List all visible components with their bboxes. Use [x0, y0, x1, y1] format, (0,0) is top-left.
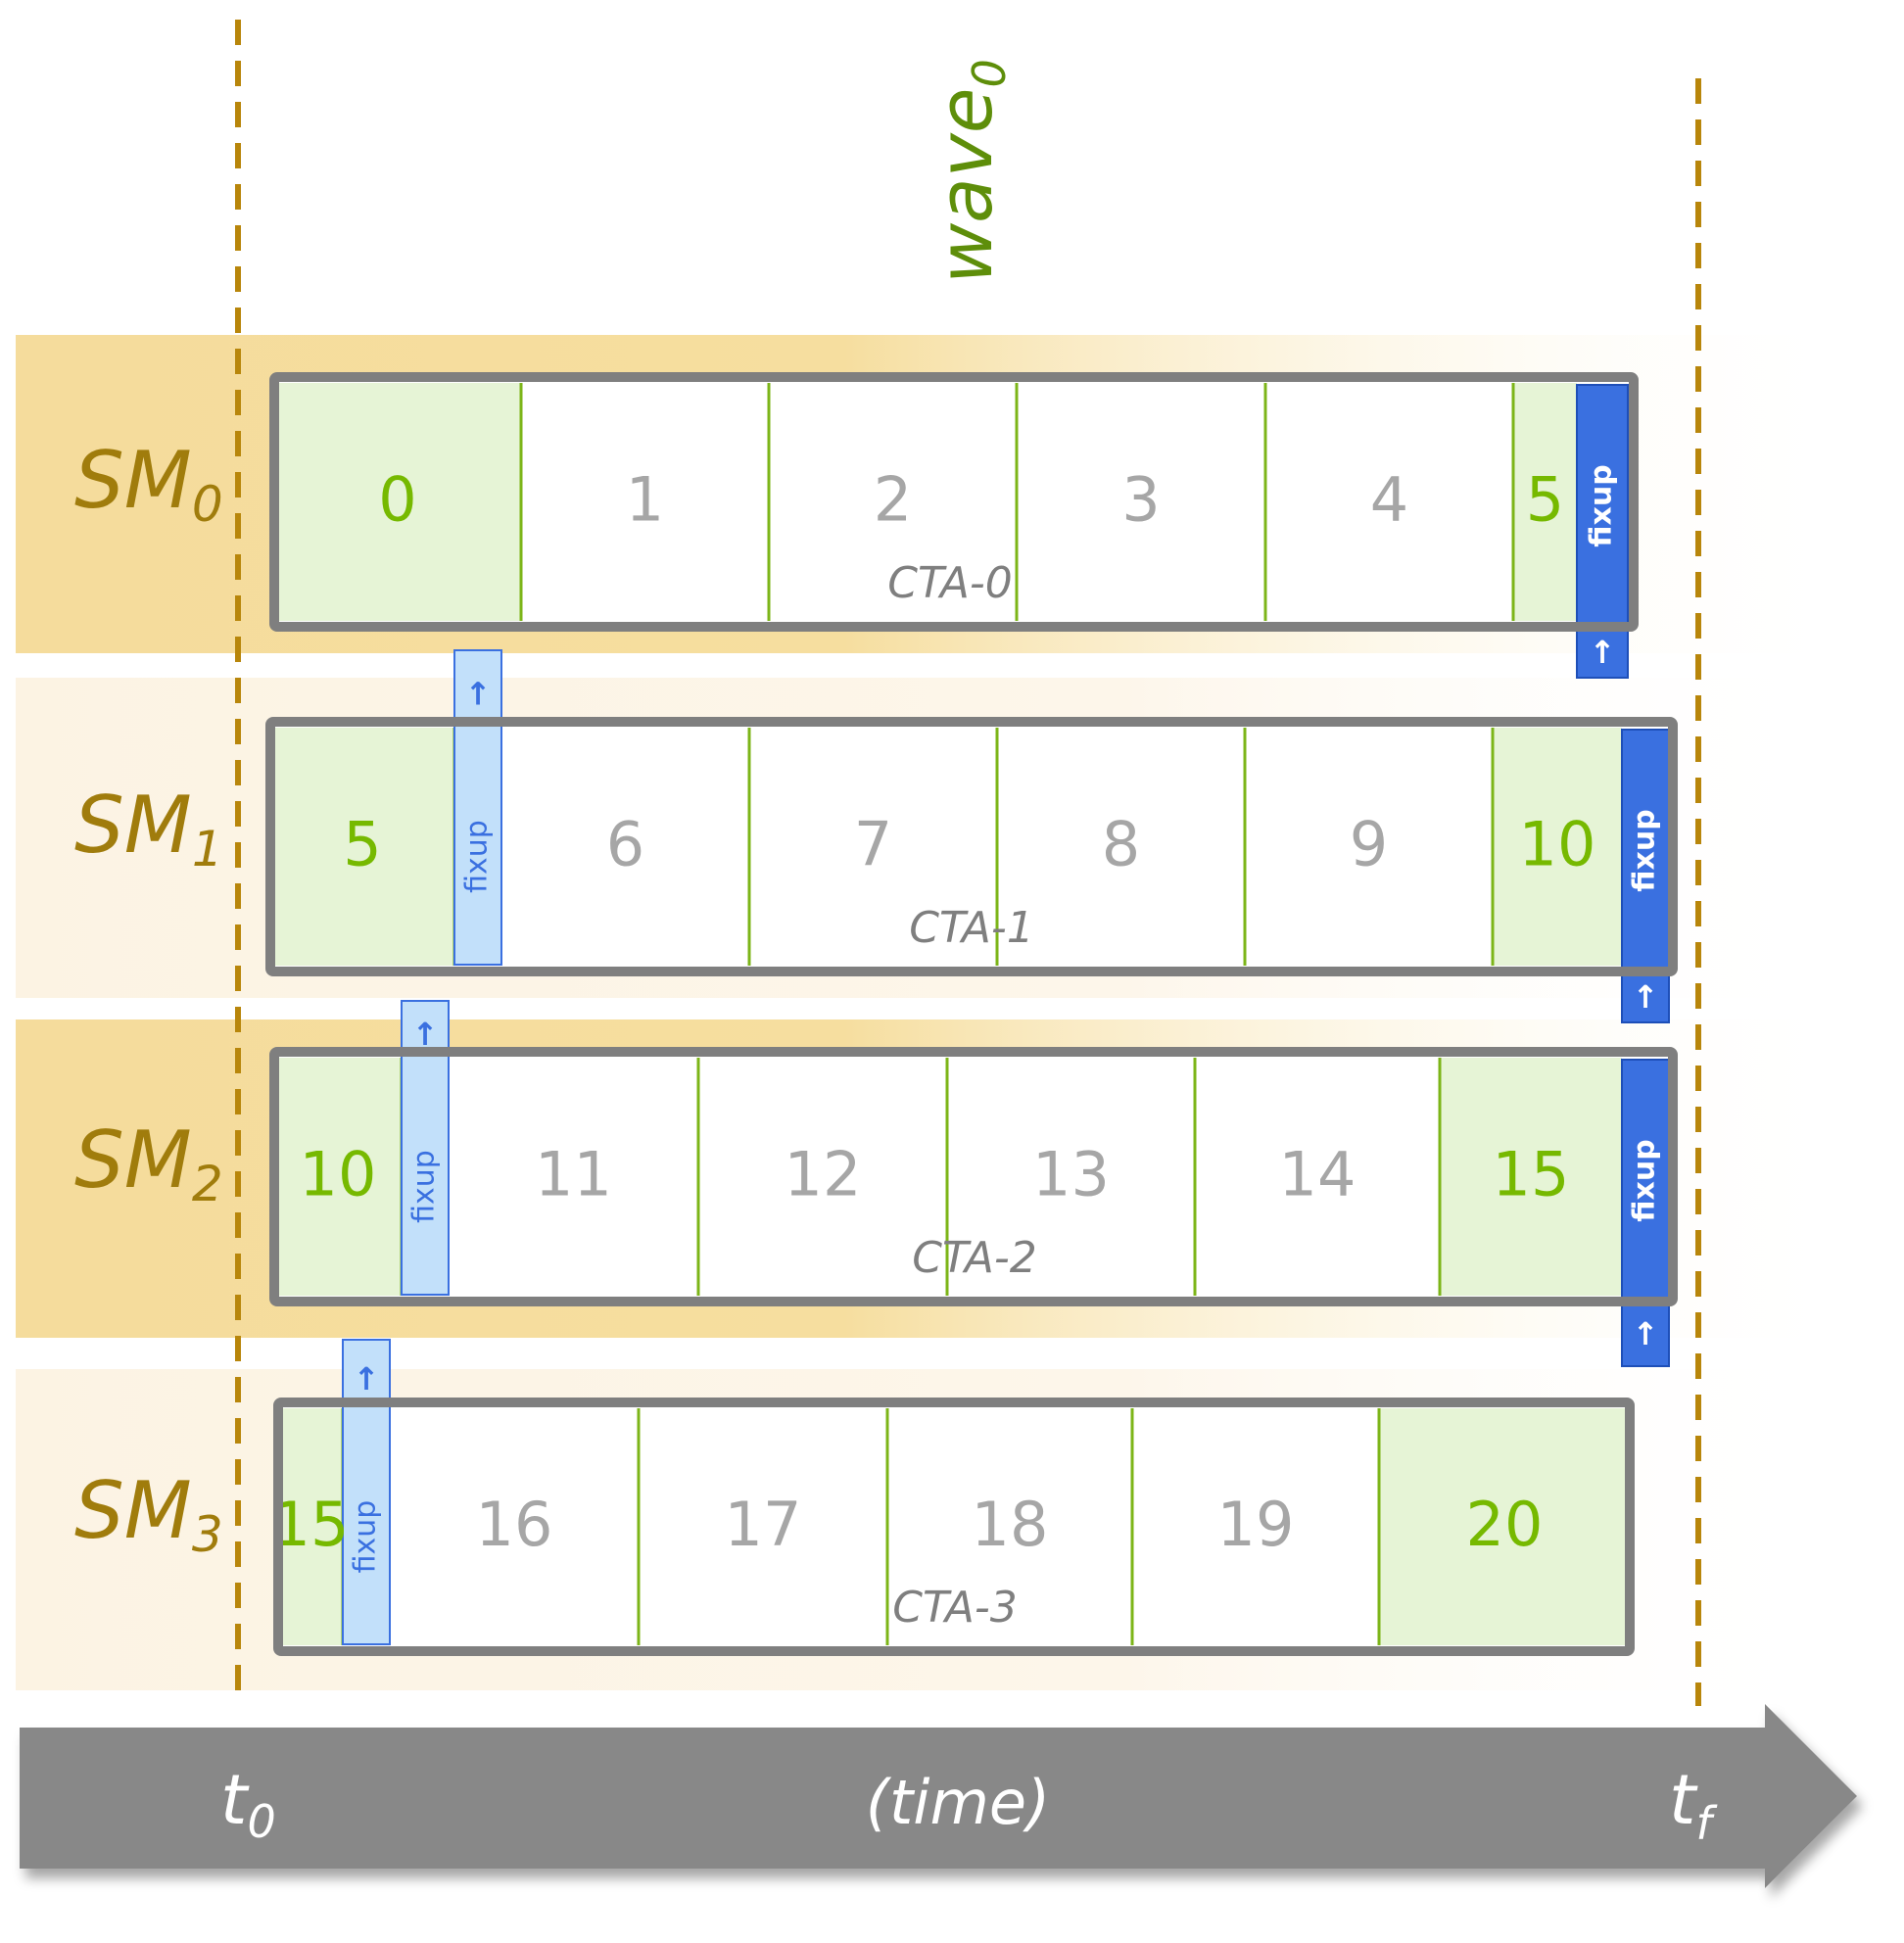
cell-label-6: 6	[606, 809, 644, 880]
wave-title: wave0	[922, 59, 1016, 284]
cell-label-14: 14	[1279, 1139, 1357, 1210]
fixup-label: fixup	[407, 1150, 442, 1223]
cell-label-16: 16	[476, 1489, 553, 1560]
up-arrow-icon: ↑	[354, 1360, 380, 1398]
fixup-bar: fixup ↑	[342, 1339, 391, 1645]
cell-label-1: 1	[626, 464, 664, 536]
axis-start-sub: 0	[247, 1795, 275, 1848]
cta-label: CTA-1	[909, 903, 1034, 953]
fixup-bar: fixup ↑	[453, 649, 502, 966]
cell-label-9: 9	[1350, 809, 1388, 880]
cta-box-border	[269, 1047, 1678, 1306]
cell-15-fill	[1440, 1058, 1622, 1296]
sm-label-2-base: SM	[74, 1114, 192, 1206]
fixup-bar: fixup ↑	[1576, 384, 1629, 679]
cta-box-border	[265, 717, 1678, 976]
sm-label-3-sub: 3	[192, 1506, 223, 1563]
up-arrow-icon: ↑	[465, 676, 492, 713]
cta-label: CTA-2	[912, 1233, 1037, 1283]
axis-start-base: t	[220, 1760, 250, 1840]
sm-label-2-sub: 2	[192, 1156, 223, 1212]
cell-5-fill	[270, 728, 454, 966]
time-axis: t0 (time) tf	[20, 1704, 1857, 1888]
fixup-label: fixup	[460, 820, 495, 893]
cell-label-18: 18	[972, 1489, 1049, 1560]
cell-label-13: 13	[1032, 1139, 1110, 1210]
cell-label-20: 20	[1466, 1489, 1544, 1560]
cell-label-5: 5	[343, 809, 381, 880]
cta-box-border	[273, 1398, 1635, 1656]
cell-label-8: 8	[1102, 809, 1140, 880]
cell-5-fill	[1513, 383, 1577, 621]
fixup-label: fixup	[1628, 809, 1662, 891]
cta-label: CTA-3	[892, 1583, 1018, 1633]
up-arrow-icon: ↑	[412, 1016, 439, 1053]
cta-label: CTA-0	[887, 558, 1013, 608]
up-arrow-icon: ↑	[1633, 978, 1659, 1016]
cell-label-10: 10	[1519, 809, 1596, 880]
sm-label-0: SM0	[74, 435, 223, 533]
cell-0-fill	[274, 383, 521, 621]
sm-label-0-sub: 0	[192, 476, 223, 533]
cta-box-border	[269, 372, 1639, 632]
cell-label-5: 5	[1526, 464, 1564, 536]
fixup-bar-rect	[342, 1339, 391, 1645]
fixup-bar-rect	[1621, 1059, 1670, 1367]
sm-label-2: SM2	[74, 1114, 223, 1212]
cell-label-0: 0	[378, 464, 416, 536]
cell-label-15: 15	[1493, 1139, 1570, 1210]
cell-20-fill	[1379, 1408, 1630, 1645]
time-axis-arrow	[20, 1704, 1857, 1888]
cell-label-7: 7	[854, 809, 892, 880]
sm-labels: SM0 SM1 SM2 SM3	[74, 435, 223, 1563]
sm-label-1-sub: 1	[192, 821, 223, 877]
cell-15-fill	[278, 1408, 343, 1645]
fixup-label: fixup	[1585, 464, 1619, 546]
sm-label-0-base: SM	[74, 435, 192, 526]
cell-label-17: 17	[725, 1489, 802, 1560]
cell-10-fill	[1493, 728, 1622, 966]
cell-label-3: 3	[1121, 464, 1160, 536]
cell-10-fill	[274, 1058, 402, 1296]
fixup-bar: fixup ↑	[1621, 729, 1670, 1023]
fixup-label: fixup	[1628, 1139, 1662, 1221]
cell-label-11: 11	[535, 1139, 612, 1210]
sm-label-1-base: SM	[74, 780, 192, 871]
cell-label-4: 4	[1370, 464, 1408, 536]
sm-label-3: SM3	[74, 1465, 223, 1563]
sm-label-1: SM1	[74, 780, 223, 877]
fixup-label: fixup	[349, 1500, 383, 1574]
cell-label-12: 12	[785, 1139, 862, 1210]
cell-label-19: 19	[1217, 1489, 1295, 1560]
axis-end-base: t	[1669, 1760, 1698, 1840]
up-arrow-icon: ↑	[1633, 1315, 1659, 1352]
up-arrow-icon: ↑	[1590, 634, 1616, 671]
cell-label-10: 10	[300, 1139, 377, 1210]
axis-time-label: (time)	[866, 1767, 1050, 1838]
cta-box-fill	[270, 722, 1673, 972]
axis-start-label: t0	[220, 1760, 276, 1848]
fixup-bar: fixup ↑	[1621, 1059, 1670, 1367]
cell-label-2: 2	[874, 464, 912, 536]
fixup-bar-rect	[453, 649, 502, 966]
sm-label-3-base: SM	[74, 1465, 192, 1556]
fixup-bar: fixup ↑	[401, 1000, 450, 1296]
wave-title-sub: 0	[963, 59, 1016, 87]
wave-title-base: wave	[922, 88, 1009, 284]
cell-label-15: 15	[272, 1489, 350, 1560]
